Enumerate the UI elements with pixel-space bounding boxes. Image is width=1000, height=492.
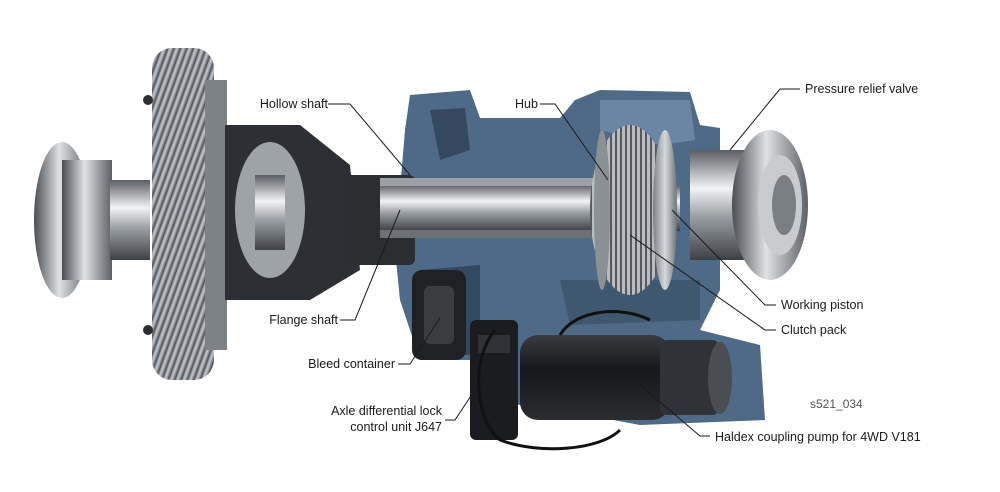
label-axle-diff-lock-line1: Axle differential lock bbox=[331, 404, 442, 418]
label-axle-diff-lock-line2: control unit J647 bbox=[350, 420, 442, 434]
label-clutch-pack: Clutch pack bbox=[781, 323, 847, 337]
leader-lines bbox=[328, 88, 800, 437]
figure-code: s521_034 bbox=[810, 397, 863, 411]
label-working-piston: Working piston bbox=[781, 298, 864, 312]
output-flange bbox=[34, 142, 150, 298]
label-bleed-container: Bleed container bbox=[308, 357, 395, 371]
clutch-pack bbox=[590, 125, 677, 295]
label-flange-shaft: Flange shaft bbox=[269, 313, 338, 327]
control-unit-part bbox=[470, 320, 622, 451]
input-flange bbox=[690, 130, 808, 280]
label-pressure-relief-valve: Pressure relief valve bbox=[805, 82, 919, 96]
label-haldex-pump: Haldex coupling pump for 4WD V181 bbox=[715, 430, 921, 444]
differential-cage bbox=[225, 125, 360, 300]
bleed-container-part bbox=[412, 270, 466, 360]
label-hollow-shaft: Hollow shaft bbox=[259, 97, 328, 111]
ring-gear bbox=[143, 48, 227, 380]
label-hub: Hub bbox=[515, 97, 538, 111]
pump-motor-part bbox=[520, 310, 732, 420]
